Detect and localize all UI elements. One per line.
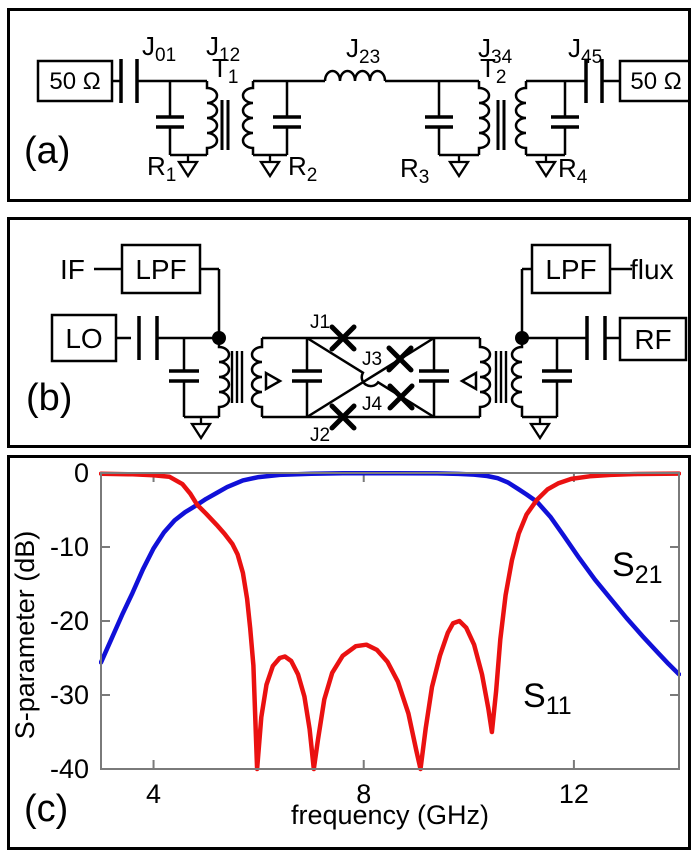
port-left-box: [36, 59, 114, 103]
if-port-label: IF: [60, 254, 85, 285]
label-j12: J12: [206, 31, 240, 66]
y-tick-label: -40: [50, 754, 89, 784]
curve-S21: [99, 470, 681, 677]
inductor-coils: [205, 69, 528, 155]
lo-resonator-inductor: [217, 338, 231, 417]
lpf-left-label: LPF: [135, 254, 186, 285]
rf-resonator-inductor: [510, 338, 524, 417]
junction-j2-icon: [329, 403, 357, 431]
junction-j1-icon: [329, 324, 357, 352]
node-dot-right: [515, 331, 529, 345]
ground-icons: [176, 155, 558, 179]
josephson-junction-icons: [329, 324, 415, 431]
port-right-label: 50 Ω: [630, 68, 681, 95]
junction-j4-icon: [387, 383, 415, 411]
label-j23: J23: [346, 33, 380, 68]
label-r1: R1: [147, 151, 176, 186]
y-tick-label: -30: [50, 680, 89, 710]
x-tick-label: 4: [146, 779, 161, 809]
inductor-j23: [323, 69, 387, 82]
label-j01: J01: [142, 31, 176, 66]
label-j1: J1: [310, 312, 330, 333]
inductor-coils: [217, 338, 524, 417]
series-label-s11: S11: [523, 677, 572, 720]
label-j2: J2: [310, 425, 330, 445]
filter-circuit-diagram: 50 Ω 50 Ω J01 J12 J23 J34 J45 T1 T2 R1 R…: [24, 31, 688, 188]
lpf-right-box: [530, 243, 612, 295]
x-tick-label: 12: [559, 779, 589, 809]
y-tick-label: -20: [50, 606, 89, 636]
axis-ticks: [101, 472, 679, 770]
capacitor-plates: [119, 59, 604, 129]
label-j34: J34: [478, 33, 513, 68]
panel-a-letter: (a): [24, 130, 70, 172]
capacitor-plates: [137, 316, 607, 383]
s-parameter-chart: 4 8 12 0 -10 -20 -30 -40 frequency (GHz) S-para…: [10, 458, 681, 830]
panel-b-mixer-circuit: IF LPF LO LPF flux RF J1 J2 J3 J4 (b): [7, 217, 691, 448]
x-axis-label: frequency (GHz): [291, 800, 489, 830]
label-t2: T2: [480, 53, 506, 88]
panel-b-letter: (b): [26, 377, 72, 419]
x-tick-label: 8: [356, 779, 371, 809]
ground-icons: [189, 417, 552, 441]
label-r3: R3: [400, 153, 429, 188]
mixer-circuit-diagram: IF LPF LO LPF flux RF J1 J2 J3 J4 (b): [26, 243, 688, 445]
rf-label: RF: [634, 324, 671, 355]
plot-frame: [100, 472, 680, 770]
lo-box: [50, 313, 118, 363]
lpf-right-label: LPF: [545, 254, 596, 285]
y-tick-label: 0: [74, 458, 89, 488]
inductor-r1: [205, 81, 219, 155]
flux-port-label: flux: [630, 254, 674, 285]
plot-area: 4 8 12 0 -10 -20 -30 -40: [50, 458, 681, 809]
bridge-diagonal-j3: [306, 336, 435, 419]
panel-c-letter: (c): [24, 788, 68, 830]
rf-box: [618, 316, 688, 362]
port-right-box: [618, 59, 688, 103]
panel-c-s-parameter-plot: 4 8 12 0 -10 -20 -30 -40 frequency (GHz) S-para…: [7, 455, 691, 850]
right-secondary-inductor: [478, 338, 492, 417]
lpf-left-box: [120, 243, 202, 295]
series-label-s21: S21: [612, 546, 663, 589]
label-t1: T1: [212, 53, 238, 88]
wires: [112, 79, 620, 157]
inductor-r3: [477, 81, 491, 155]
curve-S11: [99, 471, 681, 772]
transformer-cores: [220, 100, 506, 150]
left-secondary-inductor: [250, 338, 264, 417]
lo-label: LO: [65, 323, 102, 354]
bridge-diagonal-j4-with-jump: [306, 336, 435, 419]
label-r4: R4: [558, 153, 588, 188]
transformer-cores: [230, 351, 508, 403]
panel-a-filter-prototype: 50 Ω 50 Ω J01 J12 J23 J34 J45 T1 T2 R1 R…: [7, 8, 691, 202]
coupling-arrow-right-icon: [459, 370, 478, 392]
inductor-r4: [514, 81, 528, 155]
y-tick-label: -10: [50, 532, 89, 562]
port-left-label: 50 Ω: [49, 68, 100, 95]
label-j3: J3: [362, 349, 382, 370]
label-r2: R2: [288, 151, 317, 186]
y-axis-label: S-parameter (dB): [10, 531, 40, 740]
node-dot-left: [212, 331, 226, 345]
label-j45: J45: [568, 33, 602, 68]
coupling-arrow-left-icon: [264, 370, 283, 392]
inductor-r2: [241, 81, 255, 155]
junction-j3-icon: [386, 345, 414, 373]
label-j4: J4: [362, 394, 383, 415]
